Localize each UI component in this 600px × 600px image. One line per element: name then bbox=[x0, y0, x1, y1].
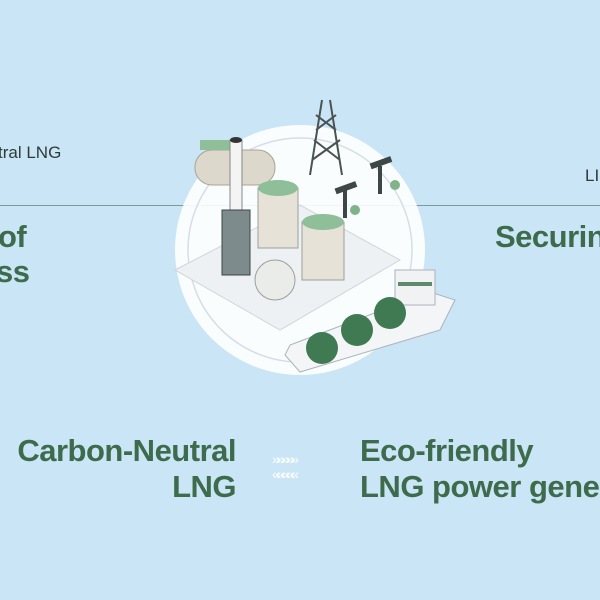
pump-jack-icon bbox=[369, 156, 400, 194]
oil-derrick-icon bbox=[309, 99, 343, 176]
chimney-icon bbox=[221, 137, 251, 276]
bottom-right-heading-line1: Eco-friendly bbox=[360, 433, 534, 468]
pump-jack-icon bbox=[334, 181, 360, 218]
left-heading-line1: of bbox=[0, 219, 27, 254]
right-heading: Securin bbox=[495, 219, 600, 254]
lng-tank-icon bbox=[257, 180, 299, 249]
left-heading-line2: ss bbox=[0, 254, 30, 289]
lng-carrier-ship-icon bbox=[284, 269, 456, 373]
top-left-label: tral LNG bbox=[0, 143, 62, 162]
sphere-tank-icon bbox=[254, 259, 296, 301]
top-right-label: LI bbox=[585, 166, 600, 185]
arrow-back-icon: ««««« bbox=[272, 466, 299, 482]
lng-tank-icon bbox=[301, 214, 345, 281]
bottom-right-heading-line2: LNG power gene bbox=[360, 469, 600, 504]
bottom-left-heading-line1: Carbon-Neutral bbox=[17, 433, 236, 468]
bottom-left-heading-line2: LNG bbox=[172, 469, 236, 504]
arrow-forward-icon: »»»»» bbox=[272, 451, 299, 467]
